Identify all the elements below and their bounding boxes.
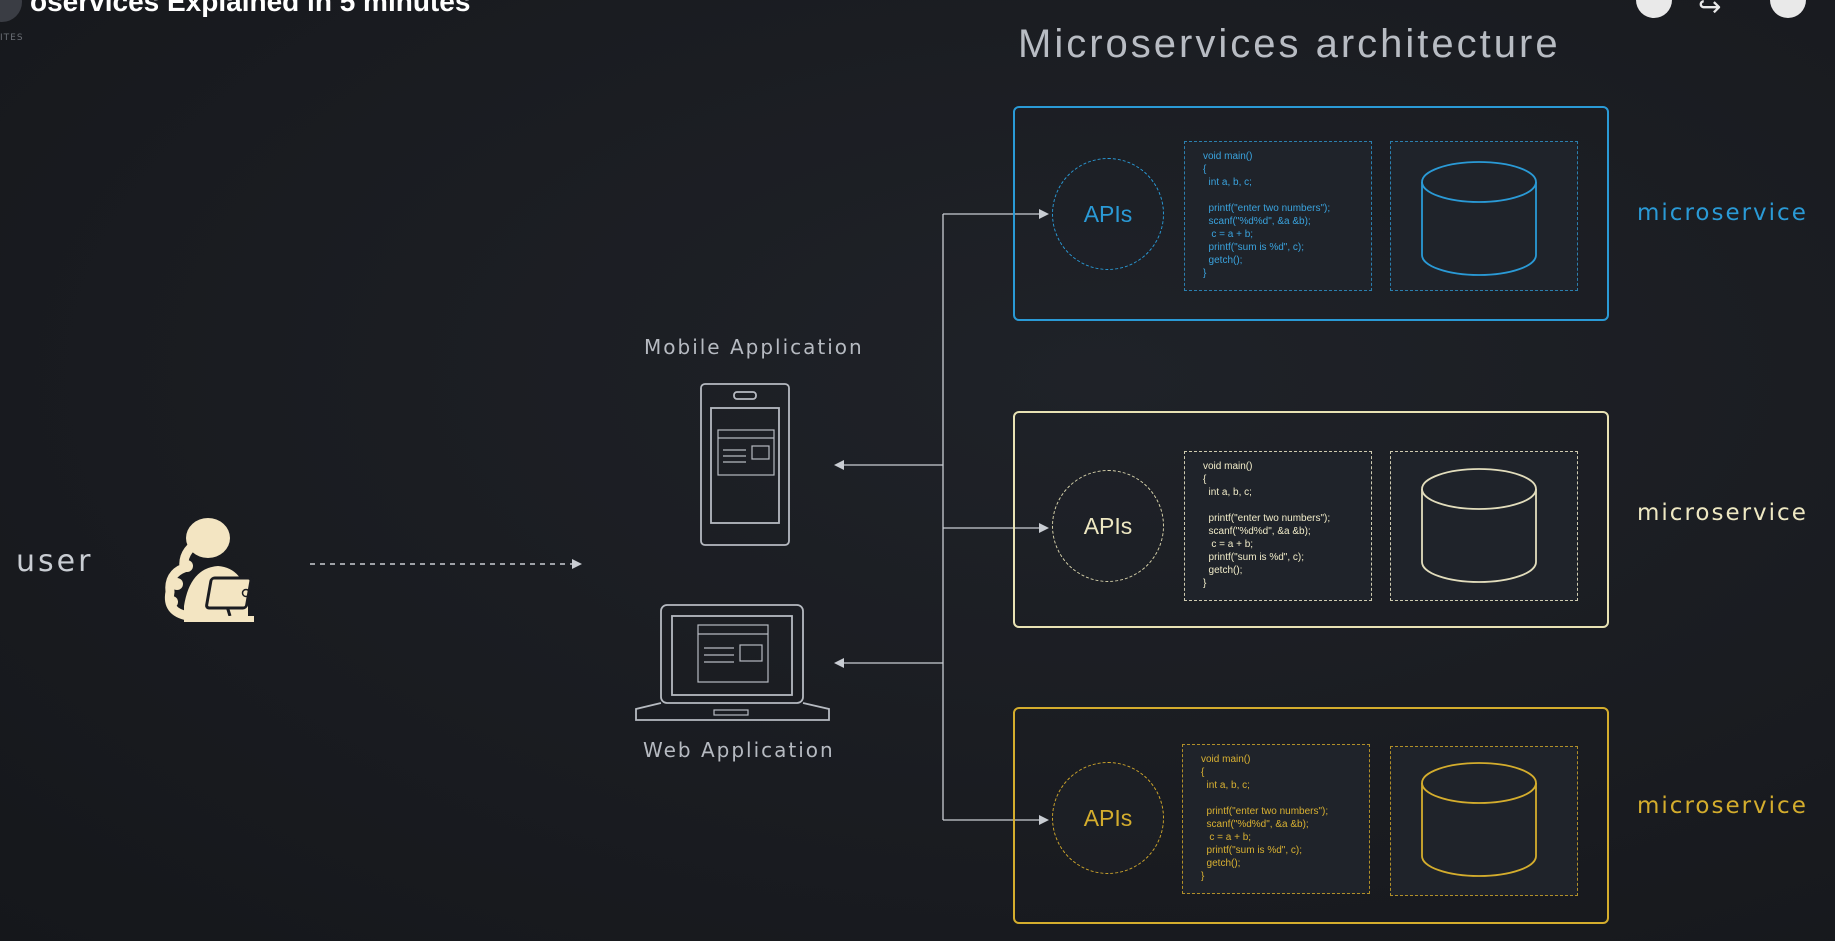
database-icon <box>1421 468 1537 583</box>
database-box-1 <box>1390 141 1578 291</box>
api-label-1: APIs <box>1083 200 1133 227</box>
database-icon <box>1421 762 1537 877</box>
channel-tag: ITES <box>0 33 24 43</box>
share-icon[interactable]: ↪ <box>1698 0 1722 23</box>
api-circle-3: APIs <box>1052 762 1164 874</box>
person-with-laptop-icon <box>164 518 254 622</box>
api-label-2: APIs <box>1083 512 1133 539</box>
microservice-label-3: microservice <box>1637 793 1808 819</box>
microservice-box-2 <box>1013 411 1609 628</box>
microservice-label-2: microservice <box>1637 500 1808 526</box>
database-box-3 <box>1390 746 1578 896</box>
microservice-label-1: microservice <box>1637 200 1808 226</box>
mobile-application-label: Mobile Application <box>644 335 864 359</box>
video-title: oservices Explained in 5 minutes <box>30 0 471 17</box>
info-icon[interactable] <box>1770 0 1806 18</box>
api-circle-1: APIs <box>1052 158 1164 270</box>
code-block-3: void main() { int a, b, c; printf("enter… <box>1182 744 1370 894</box>
smartphone-icon <box>700 383 790 546</box>
watch-later-icon[interactable] <box>1636 0 1672 18</box>
user-label: user <box>16 544 94 579</box>
microservice-box-3 <box>1013 707 1609 924</box>
code-block-1: void main() { int a, b, c; printf("enter… <box>1184 141 1372 291</box>
code-block-2: void main() { int a, b, c; printf("enter… <box>1184 451 1372 601</box>
database-box-2 <box>1390 451 1578 601</box>
laptop-icon <box>635 604 830 721</box>
microservice-box-1 <box>1013 106 1609 321</box>
api-circle-2: APIs <box>1052 470 1164 582</box>
diagram-heading: Microservices architecture <box>1018 22 1561 66</box>
database-icon <box>1421 161 1537 276</box>
web-application-label: Web Application <box>643 738 835 762</box>
api-label-3: APIs <box>1083 804 1133 831</box>
